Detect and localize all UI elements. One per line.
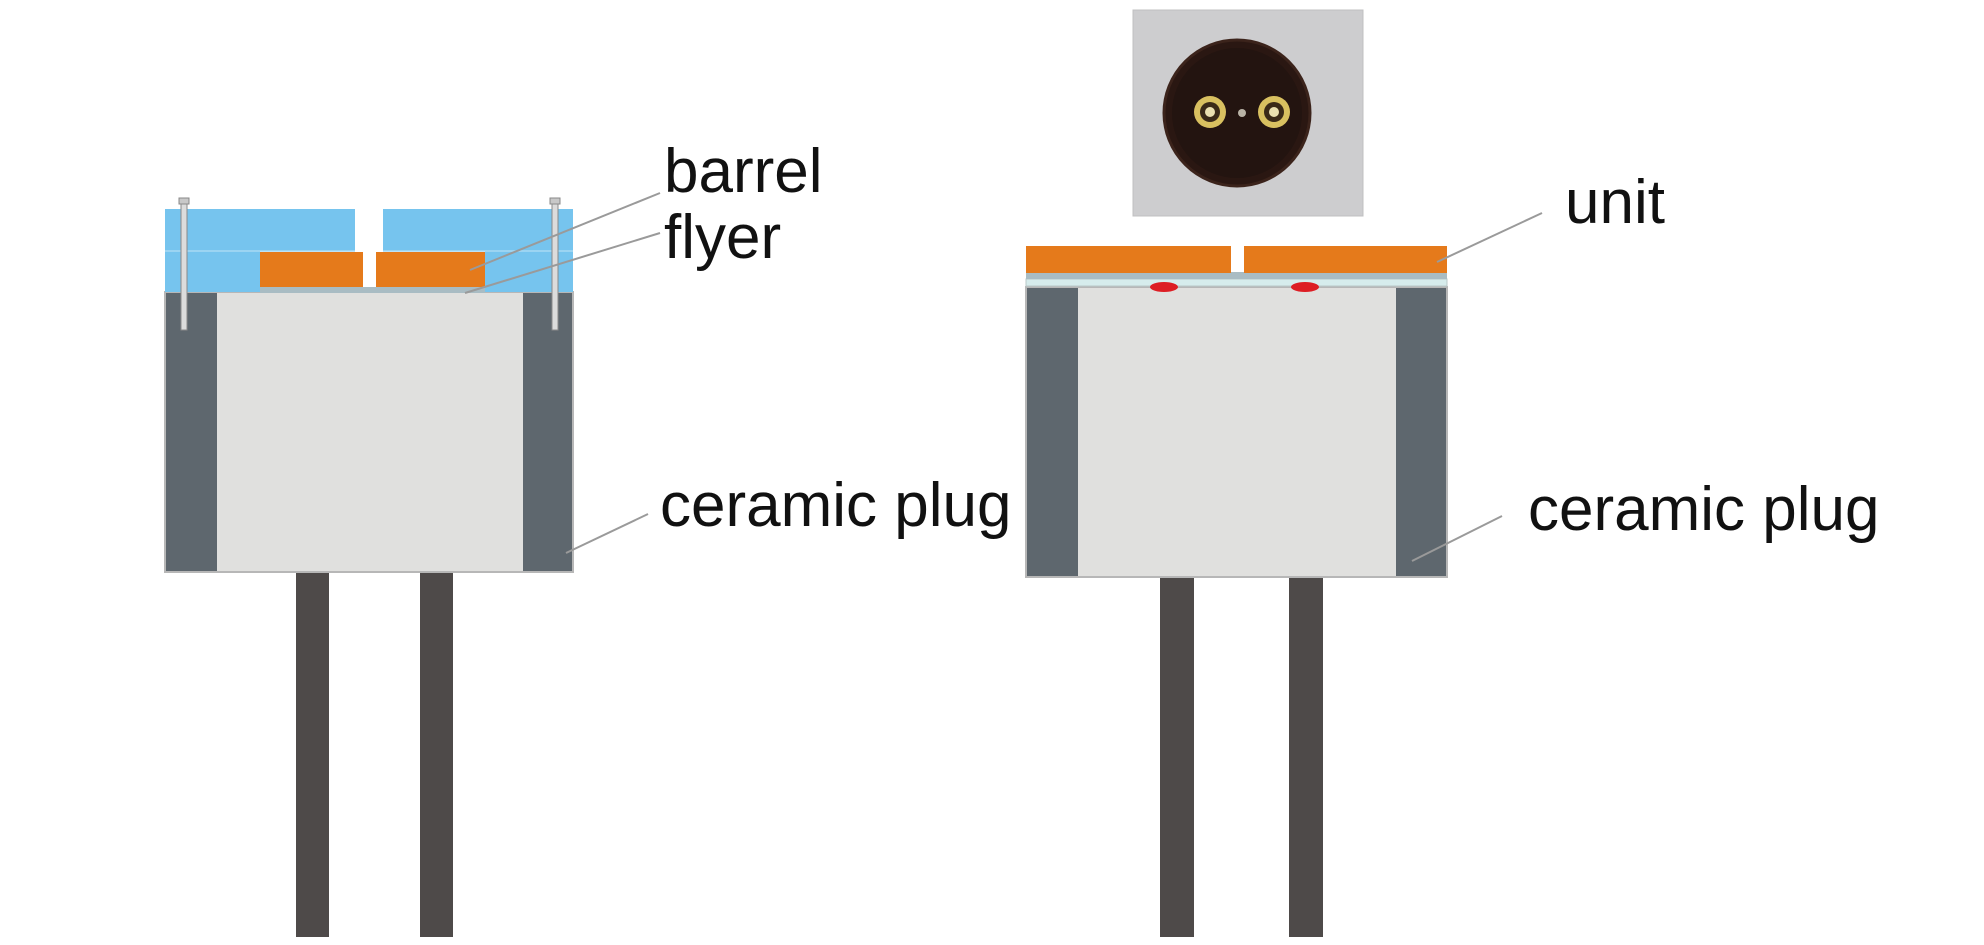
right-unit-1 bbox=[1026, 246, 1231, 273]
left-barrel-bottom-right bbox=[485, 251, 573, 292]
left-pin-1 bbox=[296, 572, 329, 937]
right-plate-top bbox=[1026, 272, 1447, 279]
left-barrel-top-right bbox=[383, 209, 573, 251]
label-barrel: barrel bbox=[664, 137, 823, 206]
left-flyer-plate bbox=[260, 287, 485, 293]
right-assembly: unit ceramic plug bbox=[1025, 9, 1879, 937]
label-flyer: flyer bbox=[664, 203, 781, 272]
leader-line-right-ceramic-plug bbox=[1411, 515, 1503, 562]
right-pin-1 bbox=[1160, 577, 1194, 937]
right-ceramic-plug-body bbox=[1078, 287, 1396, 577]
left-flyer-2 bbox=[376, 252, 485, 289]
leader-line-left-ceramic-plug bbox=[565, 513, 649, 554]
leader-line-unit bbox=[1436, 212, 1543, 263]
label-unit: unit bbox=[1565, 168, 1665, 237]
plug-photo bbox=[1132, 9, 1364, 217]
right-plug-shell-right bbox=[1396, 287, 1447, 577]
left-barrel-top-left bbox=[165, 209, 355, 251]
right-plug-outline bbox=[1025, 286, 1448, 578]
left-flyer-1 bbox=[260, 252, 363, 289]
left-barrel-bottom-left bbox=[165, 251, 260, 292]
right-pin-2 bbox=[1289, 577, 1323, 937]
right-red-dot-1 bbox=[1150, 282, 1178, 292]
left-assembly: barrel flyer ceramic plug bbox=[164, 137, 1011, 937]
left-pin-2 bbox=[420, 572, 453, 937]
left-plug-shell-right bbox=[523, 292, 573, 572]
right-plate-bottom bbox=[1025, 278, 1448, 287]
label-right-ceramic-plug: ceramic plug bbox=[1528, 475, 1879, 544]
label-left-ceramic-plug: ceramic plug bbox=[660, 471, 1011, 540]
leader-line-flyer bbox=[464, 232, 661, 294]
left-plug-shell-left bbox=[165, 292, 217, 572]
left-bolt-left bbox=[178, 197, 190, 331]
right-red-dot-2 bbox=[1291, 282, 1319, 292]
right-unit-2 bbox=[1244, 246, 1447, 273]
leader-line-barrel bbox=[469, 192, 661, 271]
left-ceramic-plug-body bbox=[217, 292, 523, 572]
right-plug-shell-left bbox=[1026, 287, 1078, 577]
